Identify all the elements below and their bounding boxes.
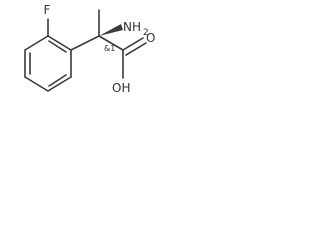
fluorine-label: F <box>44 3 51 17</box>
benzene-ring <box>24 35 72 92</box>
ring-bond-6 <box>24 35 49 51</box>
carbonyl-bond-2 <box>125 42 147 56</box>
stereo-flag-label: &1 <box>104 44 115 53</box>
amine-subscript: 2 <box>143 28 149 38</box>
hydroxyl-label: OH <box>112 81 130 95</box>
wedge-bond-to-amine <box>99 24 123 36</box>
amine-label: NH <box>123 20 141 34</box>
ring-double-bond-inner-1 <box>48 40 67 53</box>
ring-bond-1 <box>47 35 72 51</box>
carbonyl-bond-1 <box>122 37 144 51</box>
molecule-structure-diagram: F NH 2 &1 O OH <box>24 3 155 95</box>
ring-double-bond-inner-2 <box>48 74 67 87</box>
stereocenter-to-carboxyl-bond <box>98 35 124 51</box>
carbonyl-oxygen-label: O <box>146 31 155 45</box>
ring-bond-3 <box>47 76 72 92</box>
ring-to-stereocenter-bond <box>70 35 100 51</box>
ring-bond-4 <box>24 76 49 92</box>
